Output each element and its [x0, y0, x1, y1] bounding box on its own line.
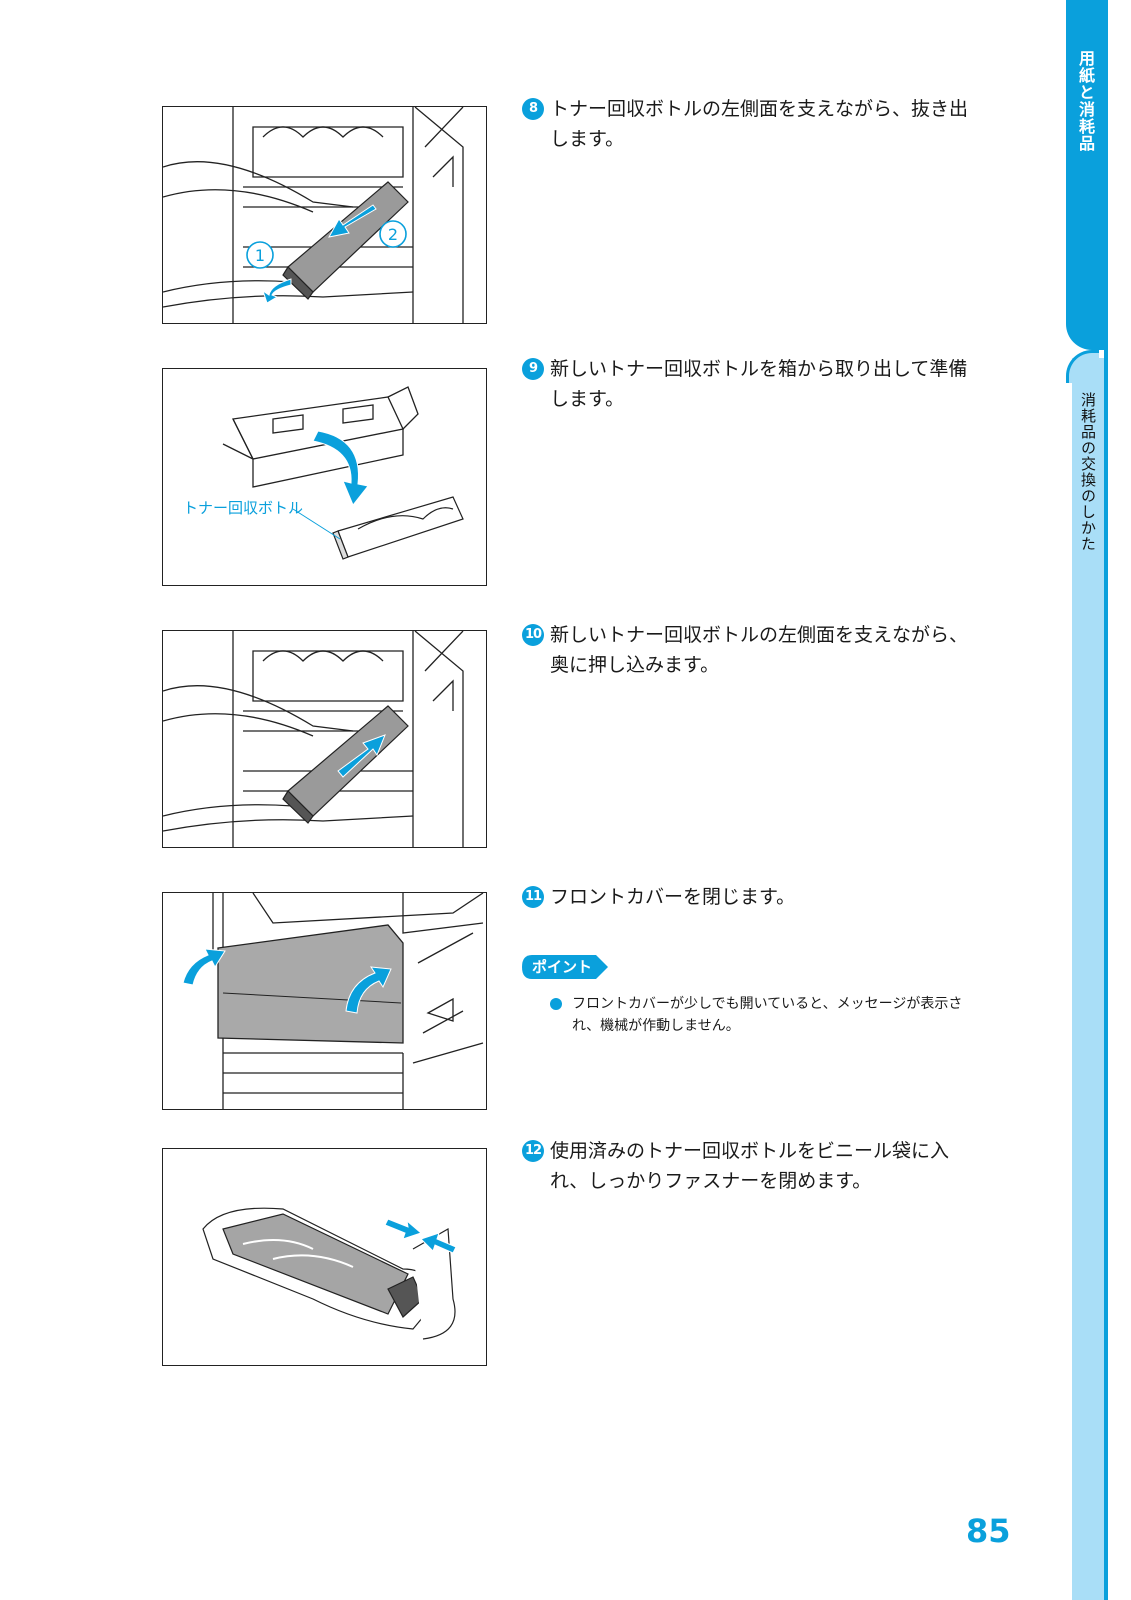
step-number: 9	[522, 358, 544, 380]
step-text: フロントカバーを閉じます。	[550, 886, 796, 908]
figure-bag-bottle	[162, 1148, 487, 1366]
step-text: トナー回収ボトルの左側面を支えながら、抜き出します。	[550, 98, 969, 150]
figure-close-cover	[162, 892, 487, 1110]
figure-remove-bottle: 1 2	[162, 106, 487, 324]
step-number: 12	[522, 1140, 544, 1162]
point-badge: ポイント	[522, 955, 610, 979]
figure-insert-bottle	[162, 630, 487, 848]
step-10: 10 新しいトナー回収ボトルの左側面を支えながら、奥に押し込みます。	[522, 620, 982, 680]
bullet-icon	[550, 998, 562, 1010]
point-item: フロントカバーが少しでも開いていると、メッセージが表示され、機械が作動しません。	[572, 996, 963, 1034]
step-12: 12 使用済みのトナー回収ボトルをビニール袋に入れ、しっかりファスナーを閉めます…	[522, 1136, 982, 1196]
step-11: 11 フロントカバーを閉じます。	[522, 882, 982, 912]
step-text: 新しいトナー回収ボトルを箱から取り出して準備します。	[550, 358, 968, 410]
step-text: 使用済みのトナー回収ボトルをビニール袋に入れ、しっかりファスナーを閉めます。	[550, 1140, 950, 1192]
tab-edge	[1104, 0, 1131, 1600]
step-number: 10	[522, 624, 544, 646]
chapter-title: 用紙と消耗品	[1076, 50, 1095, 152]
point-label: ポイント	[531, 958, 592, 976]
section-title: 消耗品の交換のしかた	[1079, 392, 1097, 552]
step-text: 新しいトナー回収ボトルの左側面を支えながら、奥に押し込みます。	[550, 624, 969, 676]
point-list: フロントカバーが少しでも開いていると、メッセージが表示され、機械が作動しません。	[550, 993, 980, 1037]
step-number: 11	[522, 886, 544, 908]
page-number: 85	[966, 1512, 1011, 1550]
figure-unpack-bottle: トナー回収ボトル	[162, 368, 487, 586]
fig1-marker-1: 1	[255, 246, 265, 265]
step-number: 8	[522, 98, 544, 120]
step-9: 9 新しいトナー回収ボトルを箱から取り出して準備します。	[522, 354, 982, 414]
fig2-callout: トナー回収ボトル	[183, 499, 303, 517]
step-8: 8 トナー回収ボトルの左側面を支えながら、抜き出します。	[522, 94, 982, 154]
fig1-marker-2: 2	[388, 225, 398, 244]
